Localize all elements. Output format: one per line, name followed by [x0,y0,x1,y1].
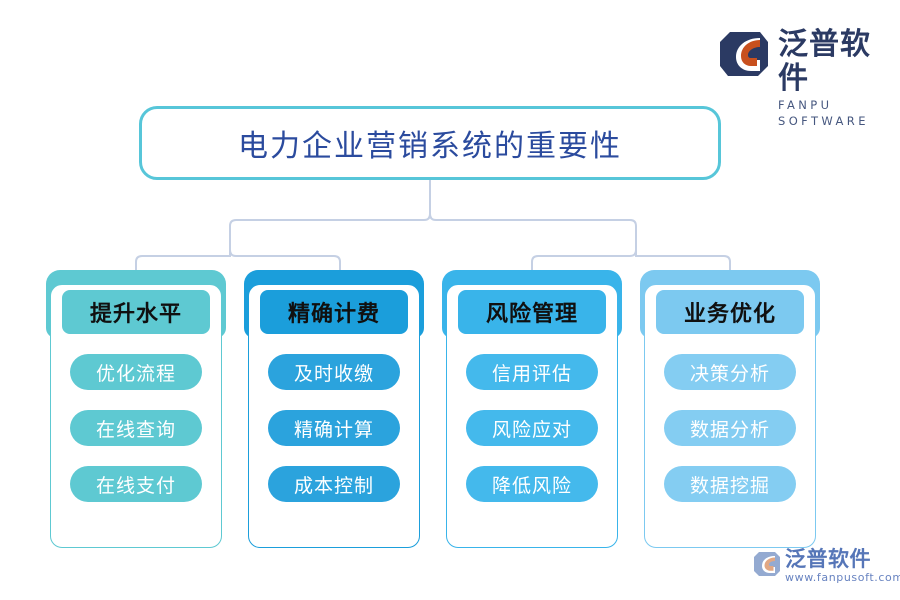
brand-logo: 泛普软件 FANPU SOFTWARE [716,28,886,128]
fanpu-watermark-logo-icon [752,551,782,577]
connector-col4-drop [635,250,731,272]
column-items-4: 决策分析 数据分析 数据挖掘 [640,354,820,522]
list-item[interactable]: 决策分析 [664,354,796,390]
list-item-label: 决策分析 [689,362,770,385]
columns-container: 提升水平 优化流程 在线查询 在线支付 精确计费 及时收缴 精确计算 [0,270,900,560]
column-header-1[interactable]: 提升水平 [60,288,212,336]
list-item-label: 降低风险 [491,474,572,497]
list-item[interactable]: 风险应对 [466,410,598,446]
list-item[interactable]: 成本控制 [268,466,400,502]
list-item[interactable]: 数据分析 [664,410,796,446]
column-items-2: 及时收缴 精确计算 成本控制 [244,354,424,522]
brand-text: 泛普软件 FANPU SOFTWARE [778,28,886,129]
column-header-2[interactable]: 精确计费 [258,288,410,336]
column-header-label: 精确计费 [287,301,380,327]
list-item-label: 在线支付 [95,474,176,497]
brand-name-en: FANPU SOFTWARE [778,98,869,128]
brand-name-cn: 泛普软件 [778,27,871,96]
column-card-3[interactable]: 风险管理 信用评估 风险应对 降低风险 [442,270,622,552]
list-item-label: 成本控制 [293,474,374,497]
list-item-label: 优化流程 [95,362,176,385]
column-header-label: 风险管理 [485,301,578,327]
connector-left-branch [229,213,431,272]
diagram-title-text: 电力企业营销系统的重要性 [238,129,622,164]
list-item[interactable]: 信用评估 [466,354,598,390]
column-header-label: 业务优化 [683,301,776,327]
connector-right-branch [429,180,637,272]
list-item-label: 及时收缴 [293,362,374,385]
column-items-1: 优化流程 在线查询 在线支付 [46,354,226,522]
diagram-title-box: 电力企业营销系统的重要性 [139,106,721,180]
list-item[interactable]: 精确计算 [268,410,400,446]
watermark-text: 泛普软件 www.fanpusoft.com [785,548,900,585]
connector-col1-drop [135,250,231,272]
column-header-4[interactable]: 业务优化 [654,288,806,336]
column-items-3: 信用评估 风险应对 降低风险 [442,354,622,522]
list-item-label: 在线查询 [95,418,176,441]
list-item-label: 信用评估 [491,362,572,385]
list-item[interactable]: 优化流程 [70,354,202,390]
watermark-url: www.fanpusoft.com [785,571,900,584]
column-header-label: 提升水平 [89,301,182,327]
fanpu-hexagon-swoosh-logo-icon [716,30,772,78]
list-item[interactable]: 数据挖掘 [664,466,796,502]
list-item[interactable]: 在线查询 [70,410,202,446]
list-item[interactable]: 及时收缴 [268,354,400,390]
column-card-4[interactable]: 业务优化 决策分析 数据分析 数据挖掘 [640,270,820,552]
column-header-3[interactable]: 风险管理 [456,288,608,336]
list-item-label: 风险应对 [491,418,572,441]
watermark: 泛普软件 www.fanpusoft.com [752,548,900,594]
list-item[interactable]: 在线支付 [70,466,202,502]
list-item-label: 数据挖掘 [689,474,770,497]
watermark-name-cn: 泛普软件 [785,547,871,571]
column-card-2[interactable]: 精确计费 及时收缴 精确计算 成本控制 [244,270,424,552]
list-item[interactable]: 降低风险 [466,466,598,502]
list-item-label: 数据分析 [689,418,770,441]
list-item-label: 精确计算 [293,418,374,441]
column-card-1[interactable]: 提升水平 优化流程 在线查询 在线支付 [46,270,226,552]
